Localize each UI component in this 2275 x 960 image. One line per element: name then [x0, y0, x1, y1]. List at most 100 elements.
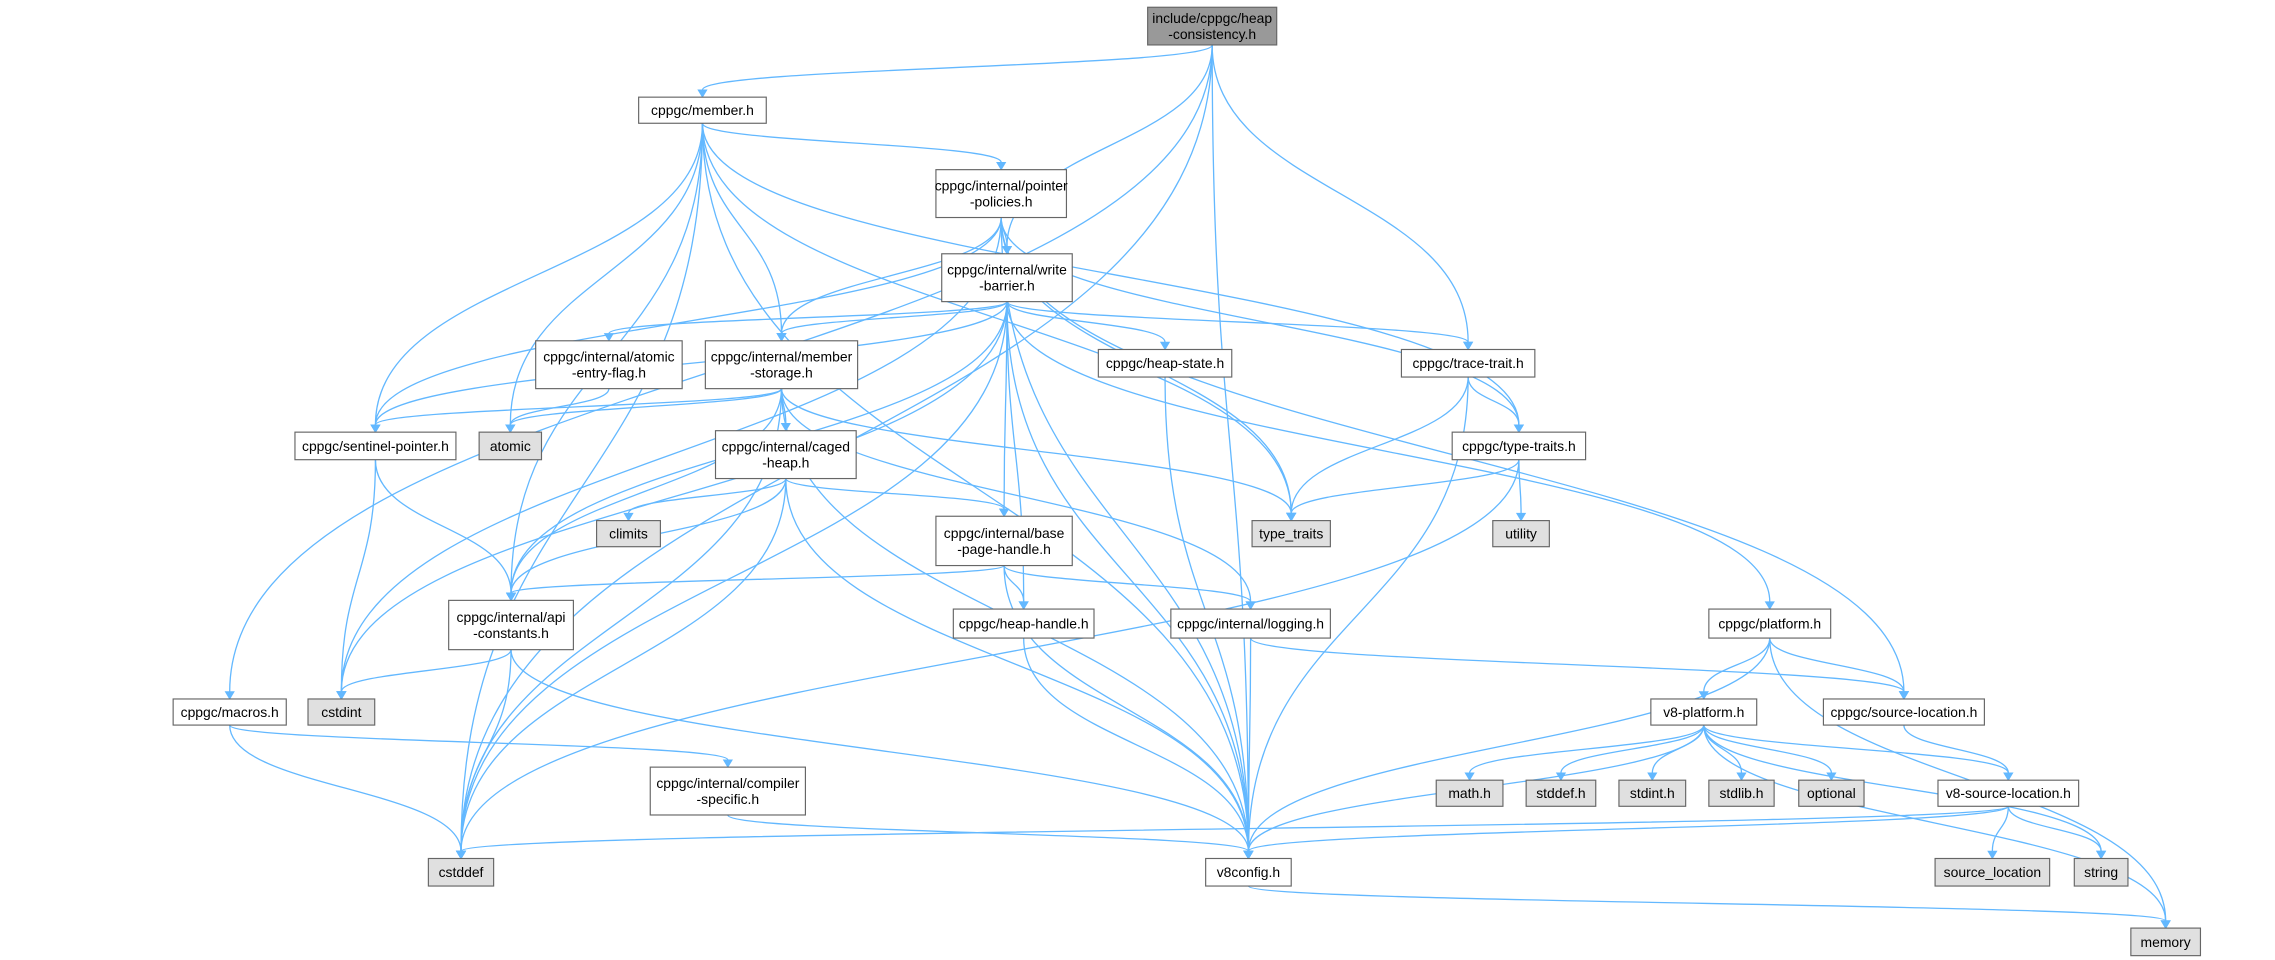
node-label: cppgc/internal/pointer	[935, 178, 1068, 194]
node-box	[1708, 608, 1832, 639]
edge-caged-to-bph	[785, 477, 1005, 510]
node-box	[307, 698, 376, 726]
arrowhead-v8srcloc-to-string	[2096, 850, 2107, 860]
node-box	[935, 169, 1068, 219]
node-macros[interactable]: cppgc/macros.h	[172, 698, 287, 726]
node-ms[interactable]: cppgc/internal/member-storage.h	[704, 340, 859, 390]
edge-ms-to-logging	[780, 388, 1252, 602]
node-box	[704, 340, 859, 390]
edges-layer	[224, 44, 2171, 929]
arrowhead-wb-to-hstate	[1159, 341, 1171, 351]
node-utility: utility	[1492, 520, 1550, 548]
node-typetraitsh[interactable]: cppgc/type-traits.h	[1451, 431, 1587, 461]
node-label: cppgc/internal/write	[947, 262, 1067, 278]
edge-policies-to-sentinel	[374, 217, 1002, 425]
arrowhead-caged-to-bph	[998, 508, 1010, 518]
node-box	[935, 515, 1073, 567]
edge-platform-to-v8platform	[1703, 637, 1771, 692]
node-label: math.h	[1448, 785, 1491, 801]
node-box	[1492, 520, 1550, 548]
node-hhandle[interactable]: cppgc/heap-handle.h	[952, 608, 1095, 639]
node-box	[1937, 779, 2080, 807]
node-box	[714, 430, 857, 480]
node-platform[interactable]: cppgc/platform.h	[1708, 608, 1832, 639]
node-label: -storage.h	[750, 365, 813, 381]
node-hstate[interactable]: cppgc/heap-state.h	[1097, 348, 1233, 378]
edge-macros-to-cstddef	[229, 725, 462, 852]
node-box	[1798, 779, 1865, 807]
edge-wb-to-platform	[1006, 301, 1771, 602]
node-bph[interactable]: cppgc/internal/base-page-handle.h	[935, 515, 1073, 567]
node-label: cppgc/macros.h	[181, 704, 279, 720]
node-v8config[interactable]: v8config.h	[1205, 857, 1292, 887]
node-label: include/cppgc/heap	[1152, 10, 1272, 26]
node-box	[596, 520, 661, 548]
node-label: stddef.h	[1536, 785, 1585, 801]
edge-hhandle-to-v8config	[1023, 638, 1250, 852]
node-label: -policies.h	[970, 194, 1033, 210]
node-box	[448, 599, 574, 651]
edge-wb-to-hstate	[1006, 301, 1166, 343]
node-wb[interactable]: cppgc/internal/write-barrier.h	[941, 253, 1073, 303]
node-trace[interactable]: cppgc/trace-trait.h	[1400, 348, 1536, 378]
node-srcloc[interactable]: cppgc/source-location.h	[1822, 698, 1985, 726]
arrowhead-v8config-to-memory	[2160, 920, 2171, 929]
edge-trace-to-v8config	[1247, 377, 1469, 852]
edge-v8srcloc-to-v8config	[1247, 805, 2009, 852]
node-v8srcloc[interactable]: v8-source-location.h	[1937, 779, 2080, 807]
node-optional: optional	[1798, 779, 1865, 807]
node-box	[294, 431, 457, 461]
node-label: cppgc/heap-handle.h	[959, 615, 1089, 631]
arrowhead-ms-to-atomic	[505, 424, 516, 433]
node-v8platform[interactable]: v8-platform.h	[1650, 698, 1758, 726]
edge-wb-to-sentinel	[374, 301, 1008, 425]
node-sentinel[interactable]: cppgc/sentinel-pointer.h	[294, 431, 457, 461]
arrowhead-wb-to-ms	[776, 333, 787, 342]
arrowhead-platform-to-srcloc	[1898, 691, 1910, 700]
node-label: -entry-flag.h	[572, 365, 646, 381]
node-box	[1618, 779, 1687, 807]
node-caged[interactable]: cppgc/internal/caged-heap.h	[714, 430, 857, 480]
arrowhead-v8platform-to-stdint	[1647, 772, 1658, 782]
node-member[interactable]: cppgc/member.h	[638, 96, 767, 124]
edge-wb-to-cstddef	[460, 301, 1008, 852]
node-label: -consistency.h	[1168, 26, 1256, 42]
node-label: cppgc/platform.h	[1718, 615, 1821, 631]
node-type_traits: type_traits	[1251, 520, 1331, 548]
arrowhead-v8platform-to-math	[1464, 772, 1475, 782]
node-box	[1400, 348, 1536, 378]
edge-ms-to-api	[510, 388, 783, 594]
edge-ms-to-atomic	[509, 388, 783, 426]
node-label: string	[2084, 864, 2118, 880]
arrowhead-wb-to-trace	[1463, 341, 1474, 351]
edge-typetraitsh-to-type_traits	[1290, 459, 1520, 514]
node-logging[interactable]: cppgc/internal/logging.h	[1170, 608, 1331, 639]
node-box	[1251, 520, 1331, 548]
edge-caged-to-climits	[627, 478, 787, 514]
node-cstdint: cstdint	[307, 698, 376, 726]
node-compiler[interactable]: cppgc/internal/compiler-specific.h	[649, 766, 806, 816]
edge-v8platform-to-optional	[1703, 724, 1833, 774]
edge-v8srcloc-to-source_location	[1991, 806, 2009, 852]
node-stdint: stdint.h	[1618, 779, 1687, 807]
nodes-layer: include/cppgc/heap-consistency.h cppgc/me…	[172, 6, 2202, 957]
edge-v8platform-to-memory	[1703, 725, 2167, 921]
arrowhead-typetraitsh-to-utility	[1515, 512, 1527, 522]
node-label: -heap.h	[762, 455, 809, 471]
node-api[interactable]: cppgc/internal/api-constants.h	[448, 599, 574, 651]
node-aef[interactable]: cppgc/internal/atomic-entry-flag.h	[535, 340, 683, 390]
node-box	[649, 766, 806, 816]
node-label: -barrier.h	[979, 278, 1035, 294]
edge-v8platform-to-math	[1468, 724, 1705, 774]
node-box	[2130, 927, 2202, 957]
arrowhead-srcloc-to-v8srcloc	[2003, 772, 2014, 782]
edge-macros-to-compiler	[229, 724, 729, 761]
arrowhead-v8srcloc-to-v8config	[1243, 850, 1254, 860]
node-box	[478, 431, 543, 461]
node-label: cppgc/internal/caged	[722, 439, 850, 455]
node-policies[interactable]: cppgc/internal/pointer-policies.h	[935, 169, 1068, 219]
edge-caged-to-v8config	[785, 478, 1250, 852]
node-label: cppgc/internal/logging.h	[1177, 615, 1324, 631]
node-label: stdlib.h	[1719, 785, 1763, 801]
arrowhead-bph-to-logging	[1245, 601, 1256, 610]
